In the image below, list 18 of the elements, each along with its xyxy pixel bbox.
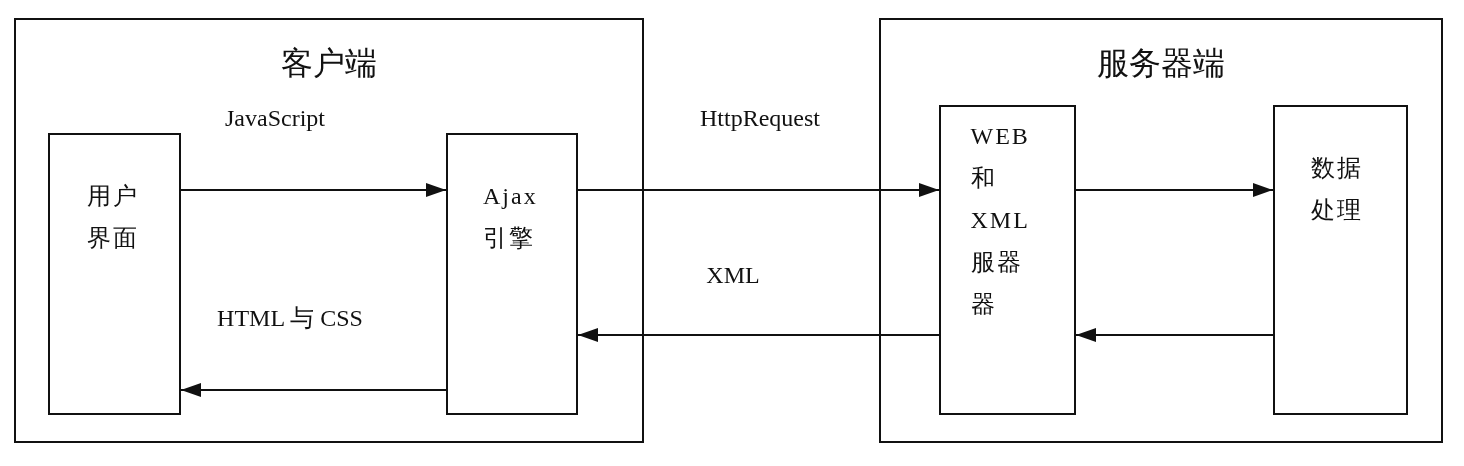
- group-title: 客户端: [280, 44, 378, 83]
- group-title: 服务器端: [1096, 44, 1226, 83]
- arrow: [180, 383, 447, 397]
- box-label: 数据处理: [1310, 154, 1364, 225]
- box-label: 用户界面: [86, 182, 140, 253]
- process-box: [939, 105, 1076, 415]
- process-box: [48, 133, 181, 415]
- box-label: WEB 和 XML 服器器: [970, 122, 1031, 319]
- arrow: [577, 328, 940, 342]
- process-box: [446, 133, 578, 415]
- arrow: [1075, 183, 1274, 197]
- group-box: [879, 18, 1443, 443]
- box-label: Ajax 引擎: [483, 182, 539, 253]
- group-box: [14, 18, 644, 443]
- arrow: [180, 183, 447, 197]
- arrow: [1075, 328, 1274, 342]
- process-box: [1273, 105, 1408, 415]
- arrow: [577, 183, 940, 197]
